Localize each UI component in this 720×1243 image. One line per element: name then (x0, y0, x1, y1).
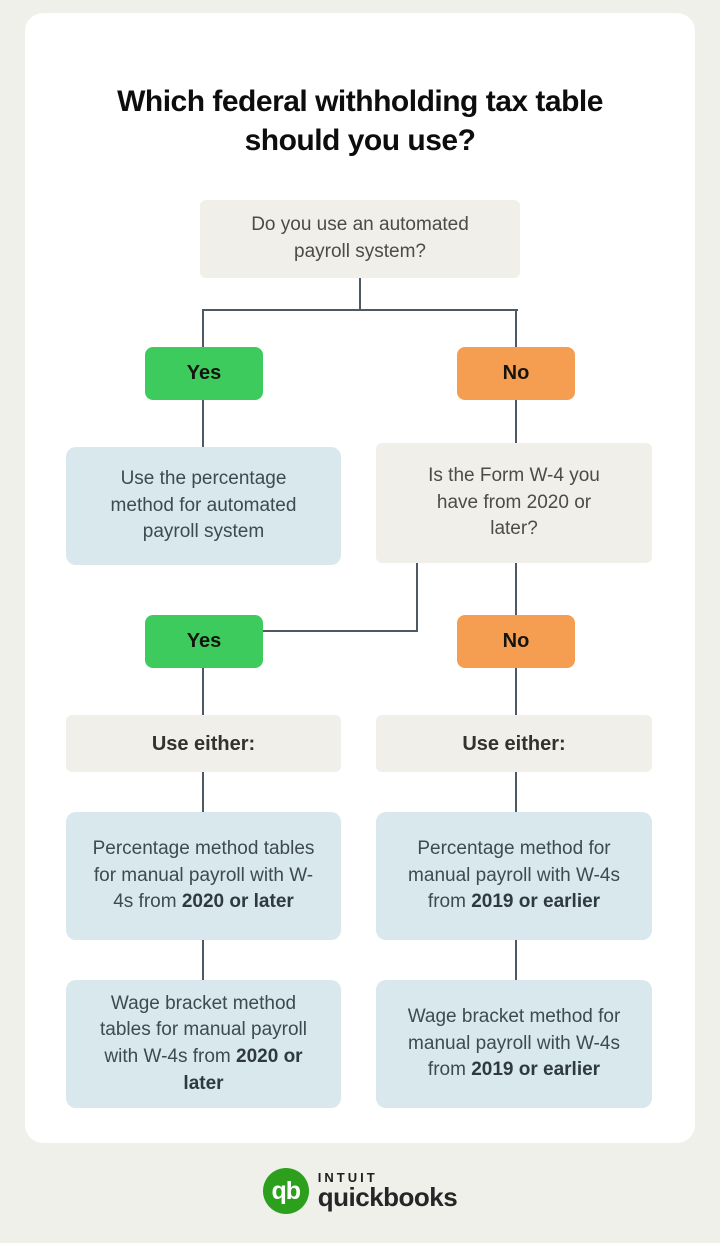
no-badge-2: No (457, 615, 575, 668)
logo-quickbooks-text: quickbooks (317, 1181, 458, 1212)
yes-badge-2: Yes (145, 615, 263, 668)
connector-elbow-to-yes2 (262, 630, 418, 632)
option-wagebracket-manual-2019: Wage bracket method for manual payroll w… (376, 980, 652, 1108)
infographic-card (25, 13, 695, 1143)
use-either-left: Use either: (66, 715, 341, 772)
question-w4-year-text: Is the Form W-4 you have from 2020 or la… (428, 465, 600, 540)
connector-yes1-down (202, 400, 204, 447)
quickbooks-qb-icon: qb (262, 1168, 309, 1214)
option-wagebracket-manual-2020-text: Wage bracket method tables for manual pa… (100, 992, 307, 1094)
use-either-right: Use either: (376, 715, 652, 772)
page-title: Which federal withholding tax table shou… (117, 85, 603, 158)
connector-left-options (202, 940, 204, 980)
no-badge-2-label: No (502, 630, 530, 652)
yes-badge-1: Yes (145, 347, 263, 400)
question-w4-year: Is the Form W-4 you have from 2020 or la… (376, 443, 652, 563)
connector-yes2-down (202, 668, 204, 715)
connector-right-options (515, 940, 517, 980)
result-automated-percentage: Use the percentage method for automated … (66, 447, 341, 565)
yes-badge-2-label: Yes (186, 630, 222, 652)
connector-split-1 (202, 309, 518, 311)
no-badge-1-label: No (502, 362, 530, 384)
question-automated-payroll-text: Do you use an automated payroll system? (251, 214, 469, 262)
logo-wordmark: INTUIT quickbooks (317, 1169, 458, 1212)
logo-intuit-text: INTUIT (317, 1169, 378, 1185)
connector-w4-left-down (416, 563, 418, 632)
no-badge-1: No (457, 347, 575, 400)
connector-q1-down (359, 278, 361, 311)
option-percentage-manual-2019: Percentage method for manual payroll wit… (376, 812, 652, 940)
intuit-quickbooks-logo: qb INTUIT quickbooks (0, 1168, 720, 1214)
connector-useeither-left-down (202, 772, 204, 812)
option-wagebracket-manual-2020: Wage bracket method tables for manual pa… (66, 980, 341, 1108)
option-percentage-manual-2019-text: Percentage method for manual payroll wit… (408, 838, 620, 913)
connector-no1-down (515, 400, 517, 444)
use-either-left-text: Use either: (151, 732, 256, 755)
connector-to-yes1 (202, 309, 204, 347)
option-wagebracket-manual-2019-text: Wage bracket method for manual payroll w… (407, 1006, 621, 1081)
option-percentage-manual-2020: Percentage method tables for manual payr… (66, 812, 341, 940)
option-percentage-manual-2020-text: Percentage method tables for manual payr… (92, 838, 315, 913)
connector-to-no1 (515, 309, 517, 347)
result-automated-percentage-text: Use the percentage method for automated … (110, 468, 297, 543)
use-either-right-text: Use either: (462, 732, 566, 755)
connector-useeither-right-down (515, 772, 517, 812)
question-automated-payroll: Do you use an automated payroll system? (200, 200, 520, 278)
connector-no2-down (515, 668, 517, 715)
connector-to-no2 (515, 563, 517, 615)
yes-badge-1-label: Yes (186, 362, 222, 384)
